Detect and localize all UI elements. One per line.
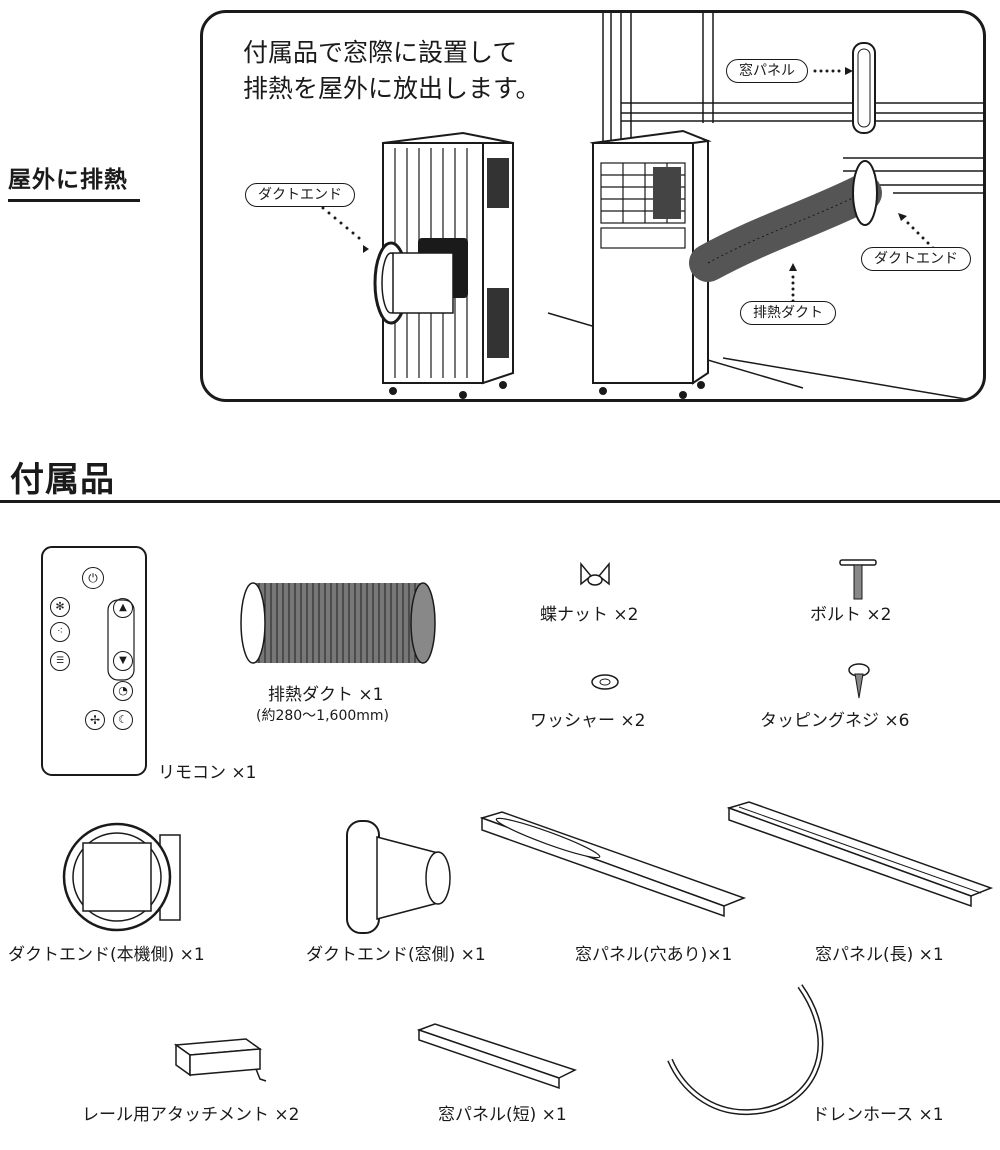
exhaust-duct-illustration bbox=[240, 582, 436, 664]
snowflake-icon: ✻ bbox=[50, 597, 70, 617]
intro-line-1: 付属品で窓際に設置して bbox=[243, 38, 518, 67]
installation-illustration-box: 付属品で窓際に設置して 排熱を屋外に放出します。 bbox=[200, 10, 986, 402]
intro-text: 付属品で窓際に設置して 排熱を屋外に放出します。 bbox=[243, 35, 541, 107]
label-rail-attachment: レール用アタッチメント ×2 bbox=[82, 1105, 300, 1125]
label-wing-nut: 蝶ナット ×2 bbox=[540, 605, 639, 625]
sleep-icon: ☾ bbox=[113, 710, 133, 730]
label-panel-hole: 窓パネル(穴あり)×1 bbox=[575, 945, 733, 965]
wing-nut-illustration bbox=[580, 561, 610, 586]
ac-unit-back-illustration bbox=[373, 131, 514, 399]
ac-unit-front-illustration bbox=[589, 129, 882, 399]
timer-icon: ◔ bbox=[113, 681, 133, 701]
label-washer: ワッシャー ×2 bbox=[530, 711, 646, 731]
washer-illustration bbox=[591, 674, 619, 690]
rail-attachment-illustration bbox=[173, 1038, 267, 1082]
heater-icon: ☰ bbox=[50, 651, 70, 671]
label-duct-end-window: ダクトエンド(窓側) ×1 bbox=[306, 945, 486, 965]
drain-hose-illustration bbox=[667, 984, 824, 1116]
arrow-up-icon: ▲ bbox=[113, 598, 133, 618]
panel-short-illustration bbox=[416, 1023, 577, 1090]
label-drain-hose: ドレンホース ×1 bbox=[812, 1105, 944, 1125]
callout-duct-end-left: ダクトエンド bbox=[245, 183, 355, 207]
panel-long-illustration bbox=[726, 801, 994, 908]
label-tapping-screw: タッピングネジ ×6 bbox=[760, 711, 910, 731]
panel-hole-illustration bbox=[479, 811, 747, 918]
side-label: 屋外に排熱 bbox=[8, 167, 128, 193]
duct-end-body-illustration bbox=[62, 822, 181, 932]
fan-speed-icon: ⁖ bbox=[50, 622, 70, 642]
callout-window-panel: 窓パネル bbox=[726, 59, 808, 83]
label-bolt: ボルト ×2 bbox=[810, 605, 892, 625]
label-duct-end-body: ダクトエンド(本機側) ×1 bbox=[8, 945, 205, 965]
label-panel-long: 窓パネル(長) ×1 bbox=[815, 945, 944, 965]
label-exhaust-duct-length: (約280～1,600mm) bbox=[256, 708, 389, 724]
section-rule bbox=[0, 500, 1000, 503]
arrow-down-icon: ▼ bbox=[113, 651, 133, 671]
power-icon: ⏻ bbox=[82, 567, 104, 589]
tapping-screw-illustration bbox=[848, 663, 870, 699]
duct-end-window-illustration bbox=[346, 820, 451, 934]
intro-line-2: 排熱を屋外に放出します。 bbox=[243, 74, 541, 103]
callout-exhaust-duct: 排熱ダクト bbox=[740, 301, 836, 325]
callout-duct-end-right: ダクトエンド bbox=[861, 247, 971, 271]
bolt-illustration bbox=[839, 559, 877, 600]
side-label-underline bbox=[8, 199, 140, 202]
fan-icon: ✢ bbox=[85, 710, 105, 730]
label-remote: リモコン ×1 bbox=[158, 763, 257, 783]
label-panel-short: 窓パネル(短) ×1 bbox=[438, 1105, 567, 1125]
section-title: 付属品 bbox=[10, 460, 115, 500]
label-exhaust-duct: 排熱ダクト ×1 bbox=[268, 685, 384, 705]
